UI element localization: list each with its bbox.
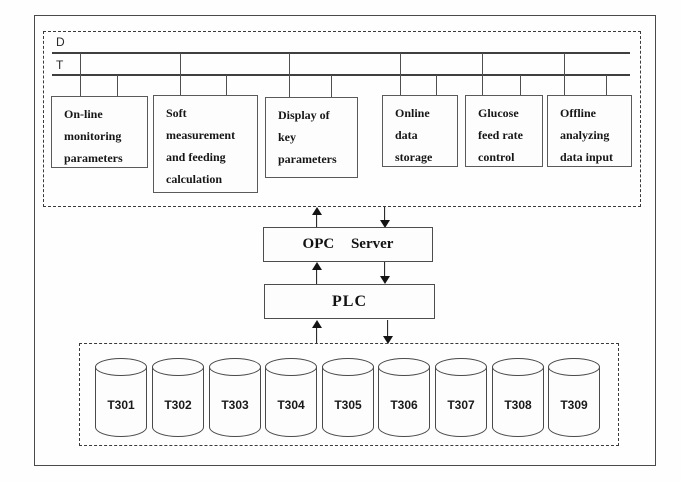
- arrow-stem: [315, 213, 318, 228]
- arrow-up-icon: [311, 207, 322, 228]
- arrow-down-icon: [379, 207, 390, 228]
- module-online-monitoring: On-line monitoring parameters: [51, 96, 148, 168]
- tank-cylinder: T307: [435, 358, 487, 437]
- bus-t-drop-line: [226, 75, 228, 96]
- cylinder-body: [265, 367, 317, 437]
- arrow-head-icon: [311, 262, 322, 270]
- cylinder-body: [492, 367, 544, 437]
- bus-d-drop-line: [400, 53, 402, 96]
- tank-label: T304: [277, 398, 305, 412]
- tanks-group: [79, 343, 619, 446]
- bus-d-line: [52, 52, 630, 54]
- bus-t-drop-line: [331, 75, 333, 97]
- arrow-stem: [386, 320, 389, 338]
- cylinder-top-ellipse: [548, 358, 600, 376]
- arrow-head-icon: [311, 207, 322, 215]
- arrow-head-icon: [382, 336, 393, 344]
- arrow-head-icon: [379, 220, 390, 228]
- bus-t-drop-line: [606, 75, 608, 96]
- bus-t-drop-line: [117, 75, 119, 96]
- module-glucose-feed-control: Glucose feed rate control: [465, 95, 543, 167]
- tank-cylinder: T301: [95, 358, 147, 437]
- cylinder-top-ellipse: [322, 358, 374, 376]
- cylinder-top-ellipse: [95, 358, 147, 376]
- tank-label: T303: [221, 398, 249, 412]
- tank-label: T309: [560, 398, 588, 412]
- tank-cylinder: T305: [322, 358, 374, 437]
- module-online-data-storage: Online data storage: [382, 95, 458, 167]
- tank-label: T308: [504, 398, 532, 412]
- cylinder-top-ellipse: [435, 358, 487, 376]
- cylinder-body: [322, 367, 374, 437]
- tank-label: T302: [164, 398, 192, 412]
- tank-cylinder: T303: [209, 358, 261, 437]
- cylinder-top-ellipse: [265, 358, 317, 376]
- opc-server-label: OPC Server: [302, 236, 394, 252]
- monitoring-modules-group: [43, 31, 641, 207]
- outer-border: [34, 15, 656, 466]
- module-display-key-parameters: Display of key parameters: [265, 97, 358, 178]
- bus-t-drop-line: [520, 75, 522, 96]
- arrow-stem: [383, 207, 386, 222]
- cylinder-body: [95, 367, 147, 437]
- bus-t-label: T: [56, 58, 64, 72]
- bus-d-drop-line: [180, 53, 182, 96]
- cylinder-body: [209, 367, 261, 437]
- plc-label: PLC: [332, 292, 367, 310]
- arrow-head-icon: [311, 320, 322, 328]
- bus-d-drop-line: [564, 53, 566, 96]
- cylinder-top-ellipse: [378, 358, 430, 376]
- bus-d-drop-line: [289, 53, 291, 97]
- bus-t-line: [52, 74, 630, 76]
- bus-d-drop-line: [482, 53, 484, 96]
- arrow-up-icon: [311, 262, 322, 284]
- arrow-up-icon: [311, 320, 322, 344]
- arrow-stem: [315, 268, 318, 284]
- cylinder-top-ellipse: [492, 358, 544, 376]
- bus-t-drop-line: [436, 75, 438, 96]
- module-soft-measurement: Soft measurement and feeding calculation: [153, 95, 258, 193]
- bus-d-drop-line: [80, 53, 82, 96]
- tank-cylinder: T308: [492, 358, 544, 437]
- tank-cylinder: T304: [265, 358, 317, 437]
- opc-server-box: OPC Server: [263, 227, 433, 262]
- tank-label: T306: [390, 398, 418, 412]
- cylinder-body: [548, 367, 600, 437]
- cylinder-body: [378, 367, 430, 437]
- plc-box: PLC: [264, 284, 435, 319]
- cylinder-body: [435, 367, 487, 437]
- bus-d-label: D: [56, 35, 65, 49]
- arrow-head-icon: [379, 276, 390, 284]
- tank-cylinder: T309: [548, 358, 600, 437]
- arrow-down-icon: [382, 320, 393, 344]
- module-offline-data-input: Offline analyzing data input: [547, 95, 632, 167]
- tank-cylinder: T302: [152, 358, 204, 437]
- arrow-stem: [383, 262, 386, 278]
- arrow-down-icon: [379, 262, 390, 284]
- cylinder-top-ellipse: [209, 358, 261, 376]
- tank-cylinder: T306: [378, 358, 430, 437]
- cylinder-body: [152, 367, 204, 437]
- cylinder-top-ellipse: [152, 358, 204, 376]
- tank-label: T301: [107, 398, 135, 412]
- tank-label: T305: [334, 398, 362, 412]
- tank-label: T307: [447, 398, 475, 412]
- arrow-stem: [315, 326, 318, 344]
